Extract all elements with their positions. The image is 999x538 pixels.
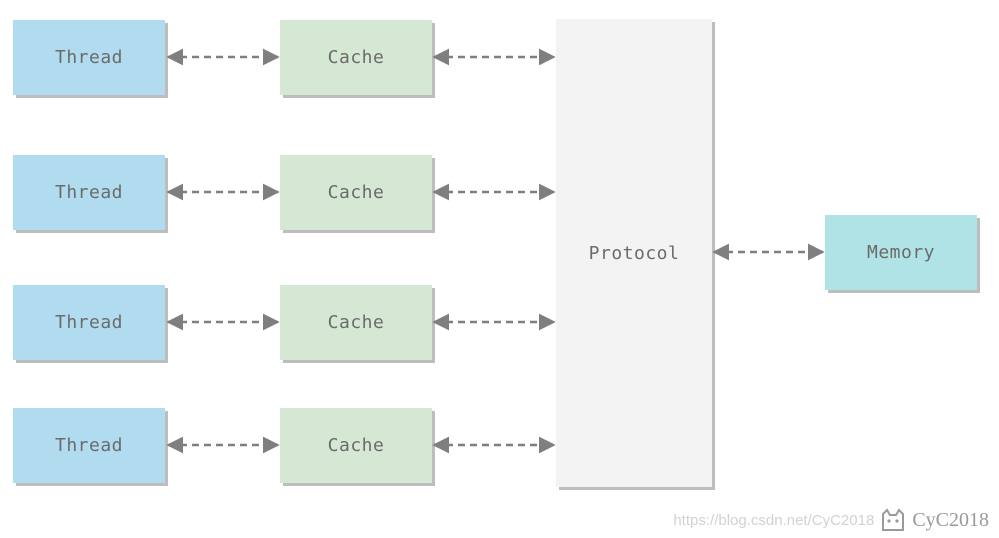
thread-box: Thread xyxy=(13,20,165,95)
cache-box: Cache xyxy=(280,285,432,360)
cache-label: Cache xyxy=(327,47,385,68)
cache-label: Cache xyxy=(327,312,385,333)
thread-label: Thread xyxy=(54,435,124,456)
memory-label: Memory xyxy=(866,242,936,263)
thread-label: Thread xyxy=(54,182,124,203)
protocol-label: Protocol xyxy=(588,242,680,264)
cache-label: Cache xyxy=(327,182,385,203)
watermark: https://blog.csdn.net/CyC2018 CyC2018 xyxy=(673,508,989,532)
thread-box: Thread xyxy=(13,285,165,360)
protocol-box: Protocol xyxy=(556,19,712,487)
cat-logo-icon xyxy=(882,508,905,531)
memory-box: Memory xyxy=(825,215,977,290)
cache-box: Cache xyxy=(280,20,432,95)
cache-box: Cache xyxy=(280,408,432,483)
thread-label: Thread xyxy=(54,312,124,333)
watermark-url: https://blog.csdn.net/CyC2018 xyxy=(673,511,875,529)
cache-label: Cache xyxy=(327,435,385,456)
thread-box: Thread xyxy=(13,155,165,230)
watermark-brand: CyC2018 xyxy=(912,508,989,531)
thread-label: Thread xyxy=(54,47,124,68)
thread-box: Thread xyxy=(13,408,165,483)
cache-box: Cache xyxy=(280,155,432,230)
